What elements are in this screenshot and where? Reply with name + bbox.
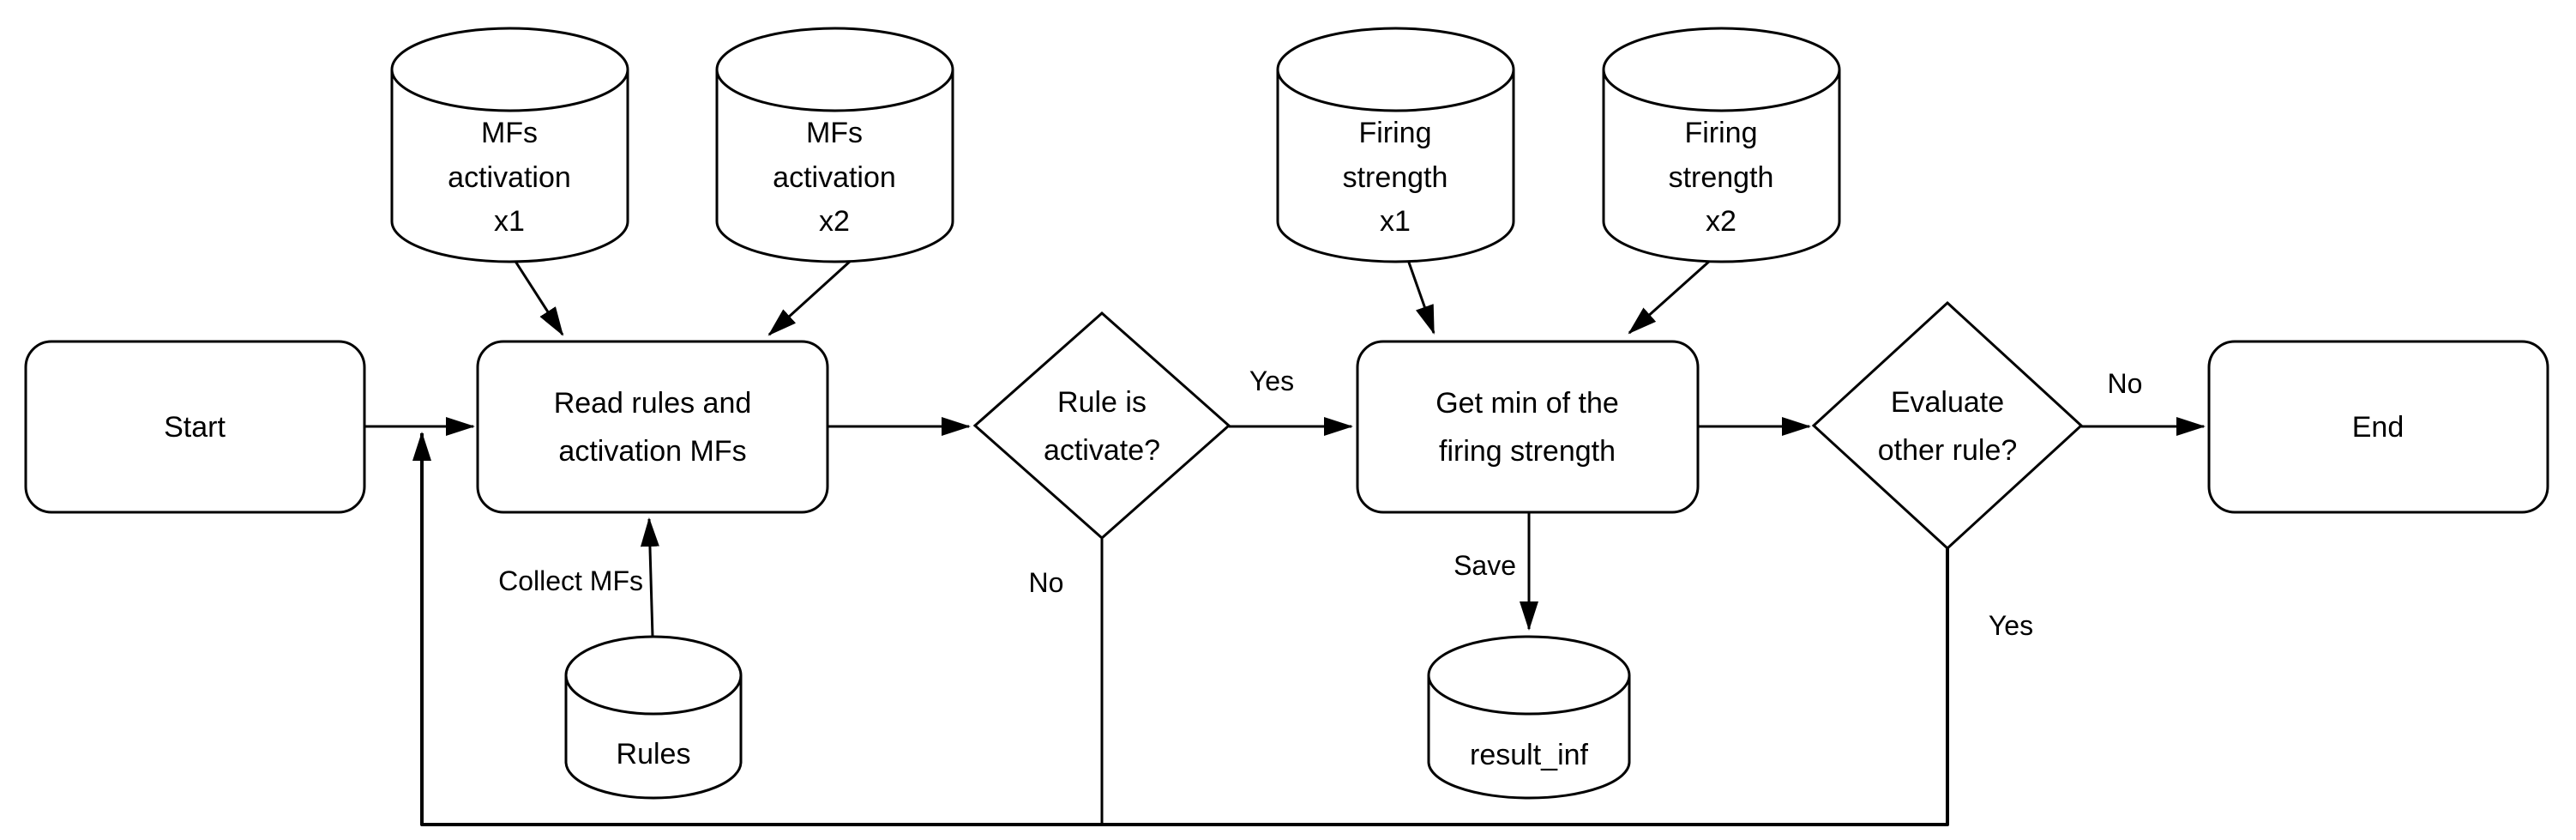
- firing-x2-label-line2: strength: [1669, 161, 1774, 194]
- firing-x2-cylinder-top: [1602, 27, 1841, 112]
- node-get-min: Get min of the firing strength: [1356, 340, 1700, 514]
- firing-x2-cylinder-body: [1602, 69, 1841, 263]
- firing-x1-label-line3: x1: [1380, 205, 1411, 238]
- read-rules-process-shape: [476, 340, 829, 514]
- edge-firing-x1-to-get-min: [1406, 259, 1435, 335]
- mfs-x2-cylinder-top: [715, 27, 954, 112]
- edges: [364, 258, 2206, 826]
- edge-rules-collect-to-read: [640, 517, 659, 638]
- edge-label-no-eval-other: No: [2108, 368, 2143, 399]
- edge-eval-other-yes-feedback-loop: [412, 432, 1949, 826]
- mfs-x1-label-line1: MFs: [481, 117, 538, 149]
- edge-labels: Yes No No Yes Collect MFs Save: [498, 366, 2142, 641]
- rule-active-diamond-shape: [972, 311, 1231, 541]
- eval-other-label-line2: other rule?: [1878, 434, 2018, 467]
- mfs-x2-label-line3: x2: [819, 205, 850, 238]
- db-firing-strength-x1: Firing strength x1: [1276, 27, 1515, 263]
- firing-x2-label-line3: x2: [1706, 205, 1736, 238]
- end-label: End: [2352, 411, 2404, 444]
- firing-x1-label-line1: Firing: [1358, 117, 1431, 149]
- edge-label-yes-eval-other: Yes: [1989, 610, 2033, 641]
- node-rule-active-decision: Rule is activate?: [972, 311, 1231, 541]
- eval-other-label-line1: Evaluate: [1891, 386, 2004, 419]
- node-start: Start: [24, 340, 366, 514]
- firing-x1-cylinder-body: [1276, 69, 1515, 263]
- rules-cylinder-top: [564, 635, 743, 716]
- edge-label-yes-rule-active: Yes: [1249, 366, 1294, 396]
- node-read-rules: Read rules and activation MFs: [476, 340, 829, 514]
- db-rules: Rules: [564, 635, 743, 800]
- edge-label-no-rule-active: No: [1029, 567, 1064, 598]
- start-terminator-shape: [24, 340, 366, 514]
- db-firing-strength-x2: Firing strength x2: [1602, 27, 1841, 263]
- firing-x1-cylinder-top: [1276, 27, 1515, 112]
- mfs-x2-label-line2: activation: [773, 161, 896, 194]
- node-end: End: [2207, 340, 2549, 514]
- db-mfs-activation-x2: MFs activation x2: [715, 27, 954, 263]
- mfs-x2-label-line1: MFs: [806, 117, 863, 149]
- edge-mfs-x1-to-read: [513, 259, 564, 336]
- edge-label-save: Save: [1454, 550, 1516, 581]
- mfs-x1-cylinder-body: [390, 69, 629, 263]
- get-min-label-line2: firing strength: [1439, 435, 1616, 468]
- result-inf-cylinder-top: [1427, 635, 1631, 716]
- edge-label-collect-mfs: Collect MFs: [498, 565, 643, 596]
- node-eval-other-decision: Evaluate other rule?: [1811, 300, 2084, 551]
- start-label: Start: [164, 411, 226, 444]
- rule-active-label-line2: activate?: [1044, 434, 1160, 467]
- edge-firing-x2-to-get-min: [1628, 258, 1712, 335]
- result-inf-label: result_inf: [1470, 739, 1589, 771]
- read-rules-label-line2: activation MFs: [558, 435, 746, 468]
- db-result-inf: result_inf: [1427, 635, 1631, 800]
- rule-active-label-line1: Rule is: [1057, 386, 1147, 419]
- eval-other-diamond-shape: [1811, 300, 2084, 551]
- firing-x1-label-line2: strength: [1343, 161, 1448, 194]
- read-rules-label-line1: Read rules and: [554, 387, 752, 420]
- mfs-x1-label-line2: activation: [448, 161, 571, 194]
- end-terminator-shape: [2207, 340, 2549, 514]
- get-min-label-line1: Get min of the: [1435, 387, 1619, 420]
- db-mfs-activation-x1: MFs activation x1: [390, 27, 629, 263]
- mfs-x1-label-line3: x1: [494, 205, 525, 238]
- mfs-x1-cylinder-top: [390, 27, 629, 112]
- rules-label: Rules: [617, 738, 691, 771]
- edge-mfs-x2-to-read: [767, 258, 853, 336]
- get-min-process-shape: [1356, 340, 1700, 514]
- mfs-x2-cylinder-body: [715, 69, 954, 263]
- firing-x2-label-line1: Firing: [1684, 117, 1757, 149]
